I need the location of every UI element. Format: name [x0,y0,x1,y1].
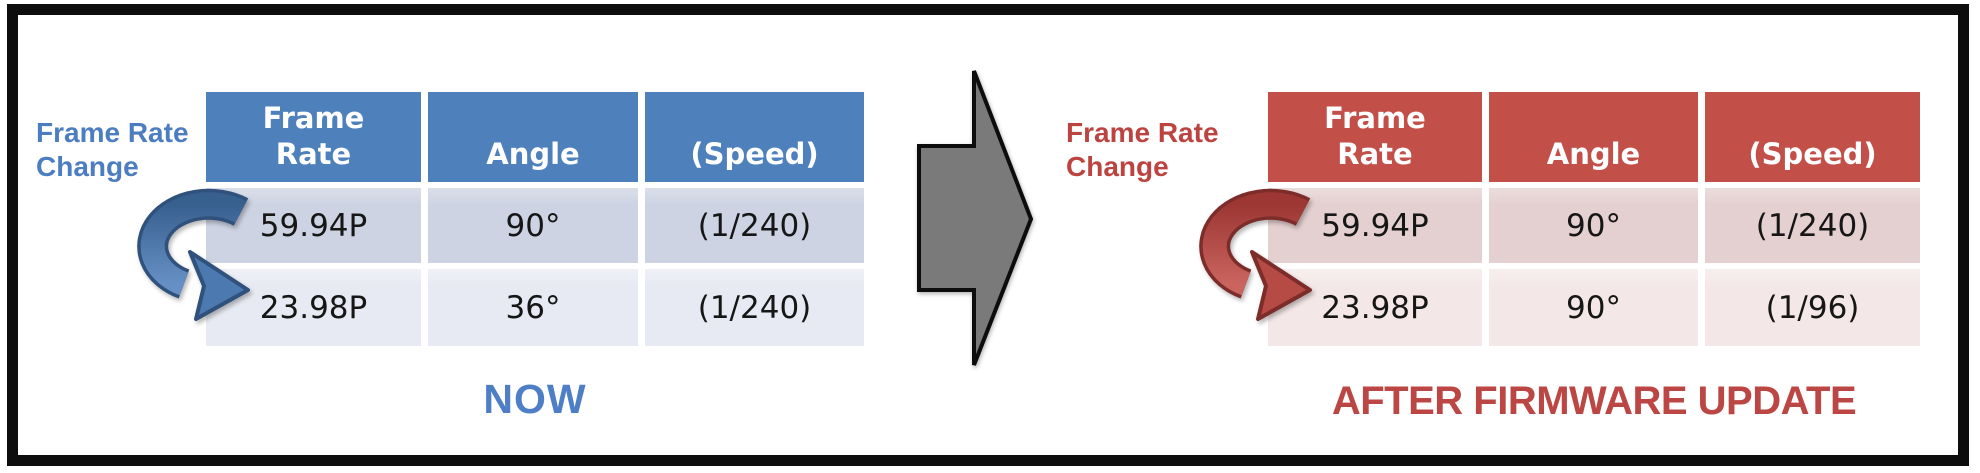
left-header-frame-rate: Frame Rate [206,92,421,182]
right-row2-frame-rate: 23.98P [1268,269,1482,346]
now-caption: NOW [483,376,587,422]
right-header-frame-rate: Frame Rate [1268,92,1482,182]
left-frame-rate-change-label: Frame Rate Change [36,117,189,182]
right-table: Frame Rate Angle (Speed) 59.94P 90° (1/2… [1268,92,1920,346]
after-firmware-update-caption: AFTER FIRMWARE UPDATE [1331,379,1857,423]
right-row1-frame-rate: 59.94P [1268,188,1482,263]
left-row1-angle: 90° [428,188,638,263]
right-row2-speed: (1/96) [1705,269,1920,346]
left-row2-frame-rate: 23.98P [206,269,421,346]
right-frame-rate-change-label: Frame Rate Change [1066,117,1219,182]
left-row1-speed: (1/240) [645,188,864,263]
right-row1-angle: 90° [1489,188,1698,263]
right-u-turn-arrow-icon [1199,188,1312,321]
left-row2-speed: (1/240) [645,269,864,346]
right-row1-speed: (1/240) [1705,188,1920,263]
right-row2-angle: 90° [1489,269,1698,346]
right-header-speed: (Speed) [1705,92,1920,182]
left-header-speed: (Speed) [645,92,864,182]
right-header-angle: Angle [1489,92,1698,182]
left-table: Frame Rate Angle (Speed) 59.94P 90° (1/2… [206,92,864,346]
left-u-turn-arrow-icon [137,188,250,321]
left-row2-angle: 36° [428,269,638,346]
transition-right-arrow-icon [917,70,1034,366]
left-header-angle: Angle [428,92,638,182]
